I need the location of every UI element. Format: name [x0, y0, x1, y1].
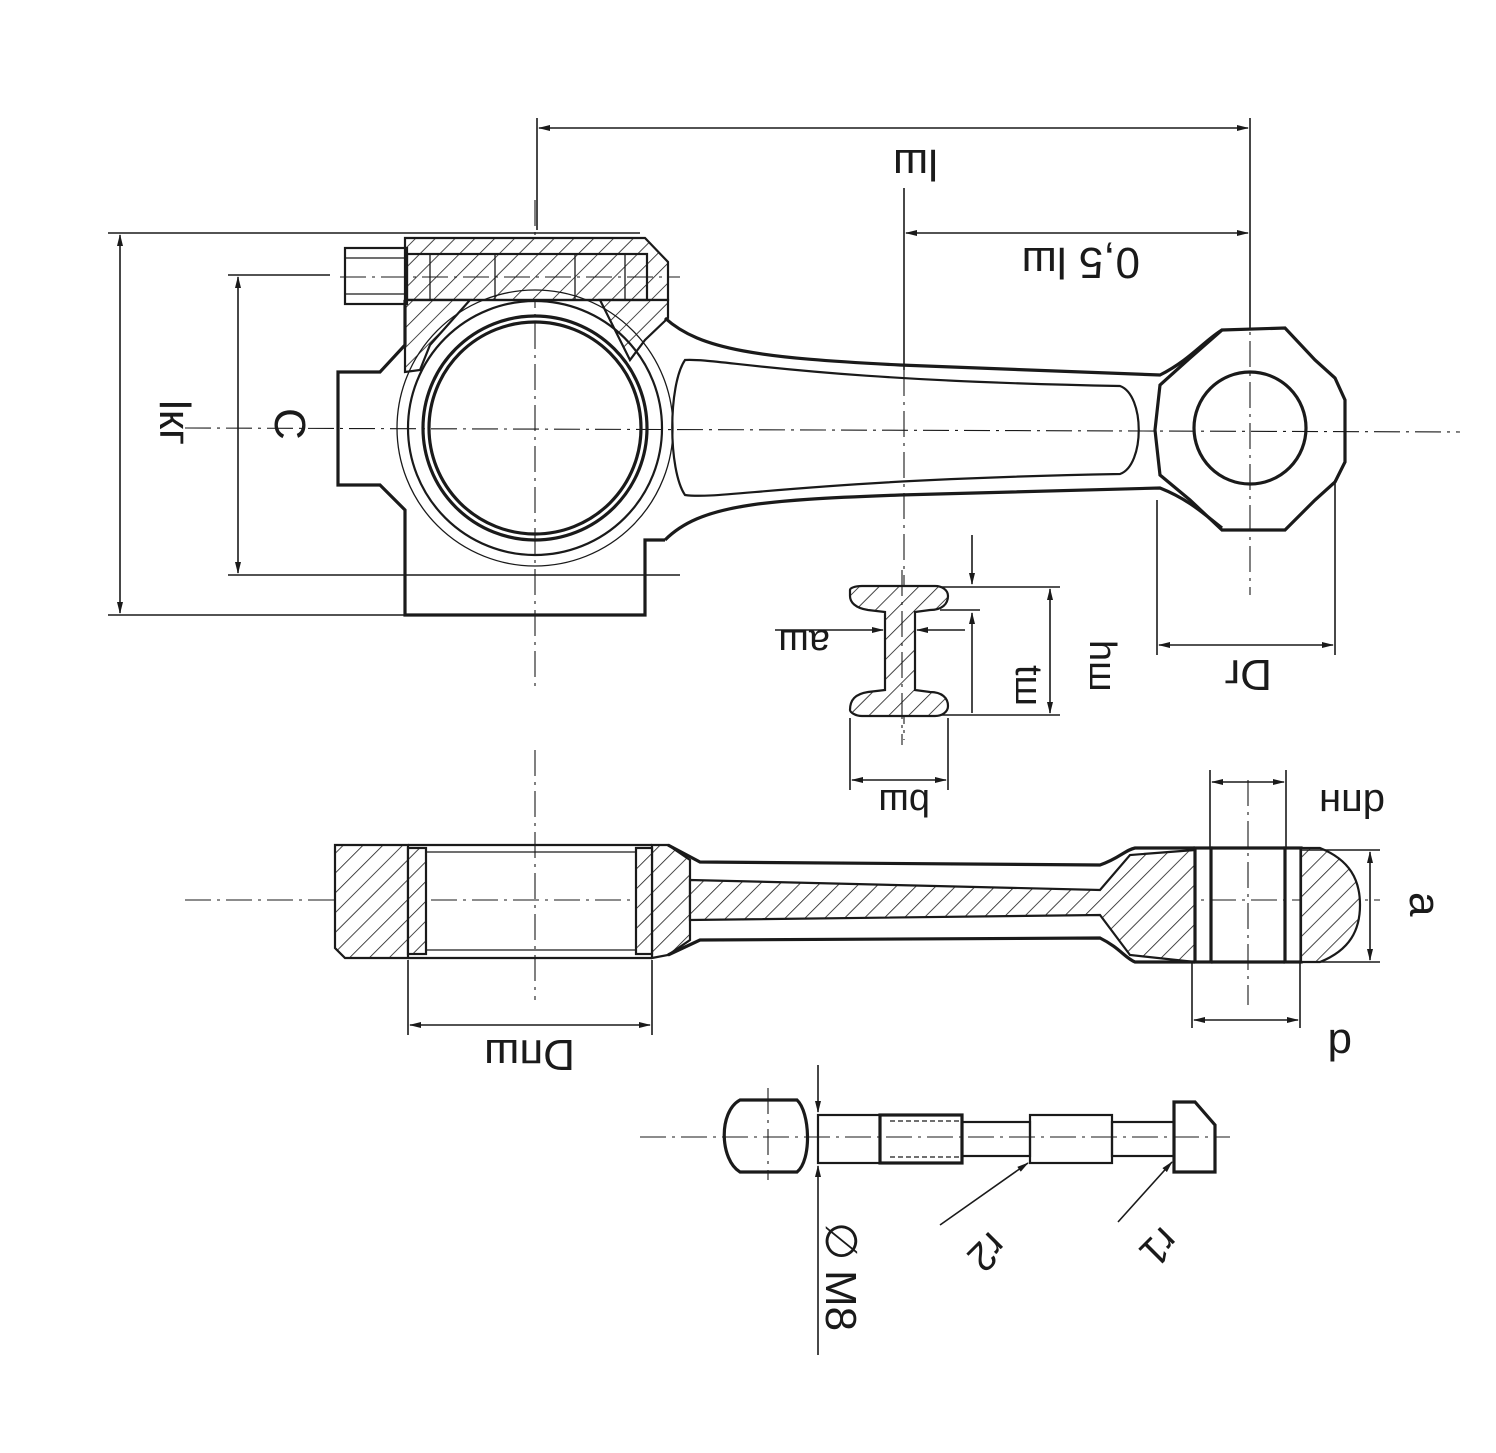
- label-h-sh: hш: [1081, 640, 1123, 692]
- label-m8: M8: [816, 1270, 865, 1331]
- label-t-sh: tш: [1007, 665, 1049, 706]
- rod-top-view: [108, 118, 1461, 740]
- label-d: d: [1328, 1020, 1352, 1069]
- label-c: C: [265, 408, 314, 440]
- label-d-g: Dг: [1224, 650, 1272, 699]
- label-diameter-symbol: ∅: [816, 1222, 865, 1260]
- label-l-kg: lкг: [150, 400, 199, 445]
- big-end-bore: [396, 289, 674, 567]
- label-d-psh: Dпш: [484, 1030, 575, 1079]
- label-a-sh: aш: [778, 621, 830, 663]
- small-end: [1153, 326, 1347, 532]
- rod-side-section: [185, 750, 1380, 1035]
- dimension-labels: lш 0,5 lш lкг C Dг aш tш hш bш dпн a d D…: [150, 140, 1449, 1331]
- label-b-sh: bш: [878, 781, 930, 823]
- label-r1: r1: [1130, 1219, 1186, 1275]
- bolt-detail: [640, 1065, 1230, 1355]
- label-l-sh: lш: [893, 140, 938, 189]
- label-r2: r2: [958, 1224, 1014, 1280]
- label-d-pn: dпн: [1319, 781, 1385, 825]
- label-a: a: [1400, 892, 1449, 917]
- shank-cross-section: [775, 535, 1060, 790]
- label-half-l-sh: 0,5 lш: [1022, 238, 1140, 287]
- cap-bolt: [340, 246, 680, 306]
